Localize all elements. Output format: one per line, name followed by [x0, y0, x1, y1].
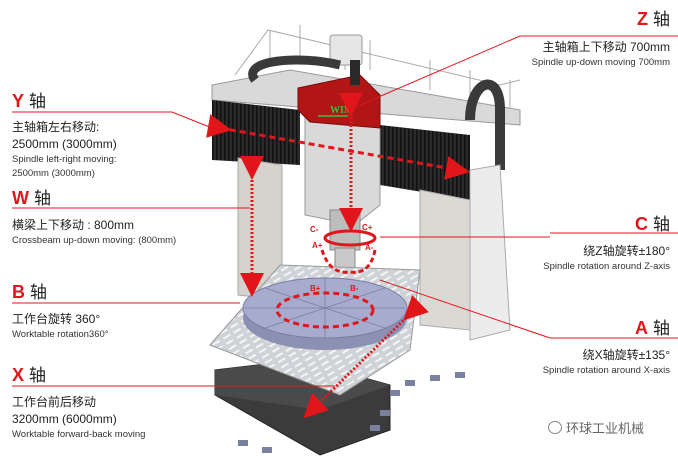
right-column-side [469, 164, 511, 341]
cable-chain-right [465, 79, 505, 170]
leader-lines [12, 35, 678, 387]
svg-text:A+: A+ [312, 241, 323, 250]
cable-chain-left [248, 55, 342, 83]
wechat-icon [548, 421, 562, 434]
x-axis-arrow [303, 295, 429, 419]
svg-text:B+: B+ [310, 284, 321, 293]
watermark: 环球工业机械 [548, 418, 644, 437]
svg-text:C-: C- [310, 225, 319, 234]
motor [350, 60, 360, 85]
svg-text:A-: A- [365, 243, 374, 252]
motion-arrows [206, 93, 470, 419]
spindle-nose [334, 247, 356, 269]
right-column [419, 189, 471, 331]
c-axis-rotation [323, 229, 377, 247]
tank [329, 34, 363, 66]
svg-text:C+: C+ [362, 223, 373, 232]
svg-text:B-: B- [350, 284, 359, 293]
b-axis-rotation [275, 291, 375, 329]
left-bellows [212, 100, 300, 165]
right-bellows [380, 125, 470, 200]
